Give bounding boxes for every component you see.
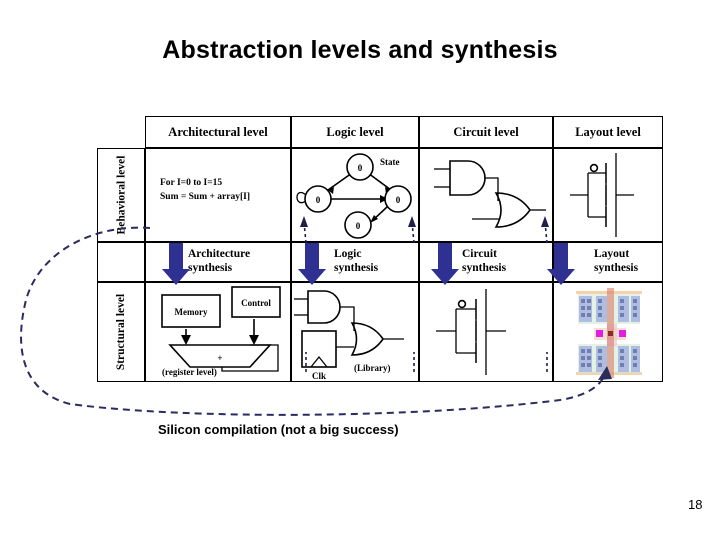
state-node-label-1: 0	[316, 195, 321, 205]
row-label-behavioral: Behavioral level	[97, 148, 145, 242]
synthesis-label-circuit-line2: synthesis	[462, 262, 507, 275]
synthesis-label-layout-line1: Layout	[594, 248, 630, 260]
register-level-caption: (register level)	[162, 367, 217, 377]
arrow-circuit-synthesis	[431, 243, 459, 285]
synthesis-label-architecture-line1: Architecture	[188, 248, 251, 260]
ic-mask-layout-artwork	[574, 288, 644, 378]
state-node-label-3: 0	[356, 221, 361, 231]
cell-structural-logic: Clk (Library)	[291, 282, 419, 382]
column-header-layout: Layout level	[553, 116, 663, 148]
arrow-layout-synthesis	[547, 243, 575, 285]
row-label-behavioral-text: Behavioral level	[115, 155, 128, 235]
synthesis-label-circuit-line1: Circuit	[462, 248, 497, 260]
clock-label: Clk	[312, 371, 326, 381]
page-number: 18	[688, 497, 703, 512]
state-caption: State	[380, 157, 400, 167]
arrow-logic-synthesis	[298, 243, 326, 285]
transistor-schematic-top	[570, 153, 634, 237]
cell-structural-architectural: Memory Control + (register level)	[145, 282, 291, 382]
page-title: Abstraction levels and synthesis	[162, 36, 558, 64]
cell-behavioral-architectural: For I=0 to I=15 Sum = Sum + array[I]	[145, 148, 291, 242]
gate-network-diagram	[434, 160, 546, 228]
control-box-label: Control	[241, 298, 271, 308]
cell-behavioral-layout	[553, 148, 663, 242]
synthesis-label-logic-line2: synthesis	[334, 262, 379, 275]
column-header-circuit: Circuit level	[419, 116, 553, 148]
state-node-label-0: 0	[358, 163, 363, 173]
library-caption: (Library)	[354, 363, 391, 373]
synthesis-label-logic-line1: Logic	[334, 248, 362, 260]
behavioral-code-line-2: Sum = Sum + array[I]	[160, 192, 250, 202]
behavioral-code-line-1: For I=0 to I=15	[160, 178, 223, 188]
cell-structural-layout	[553, 282, 663, 382]
state-machine-diagram: 0 0 0 0 State	[296, 153, 412, 239]
row-label-structural-text: Structural level	[115, 293, 128, 371]
transistor-schematic-bottom	[436, 289, 506, 375]
state-node-label-2: 0	[396, 195, 401, 205]
synthesis-label-layout-line2: synthesis	[594, 262, 639, 275]
memory-box-label: Memory	[175, 307, 208, 317]
silicon-compilation-caption: Silicon compilation (not a big success)	[158, 422, 399, 437]
arrow-architecture-synthesis	[162, 243, 190, 285]
alu-label: +	[217, 353, 222, 363]
synthesis-label-architecture-line2: synthesis	[188, 262, 233, 275]
cell-structural-circuit	[419, 282, 553, 382]
column-header-architectural: Architectural level	[145, 116, 291, 148]
cell-behavioral-circuit	[419, 148, 553, 242]
row-label-spacer	[97, 242, 145, 282]
row-label-structural: Structural level	[97, 282, 145, 382]
cell-behavioral-logic: 0 0 0 0 State	[291, 148, 419, 242]
column-header-logic: Logic level	[291, 116, 419, 148]
